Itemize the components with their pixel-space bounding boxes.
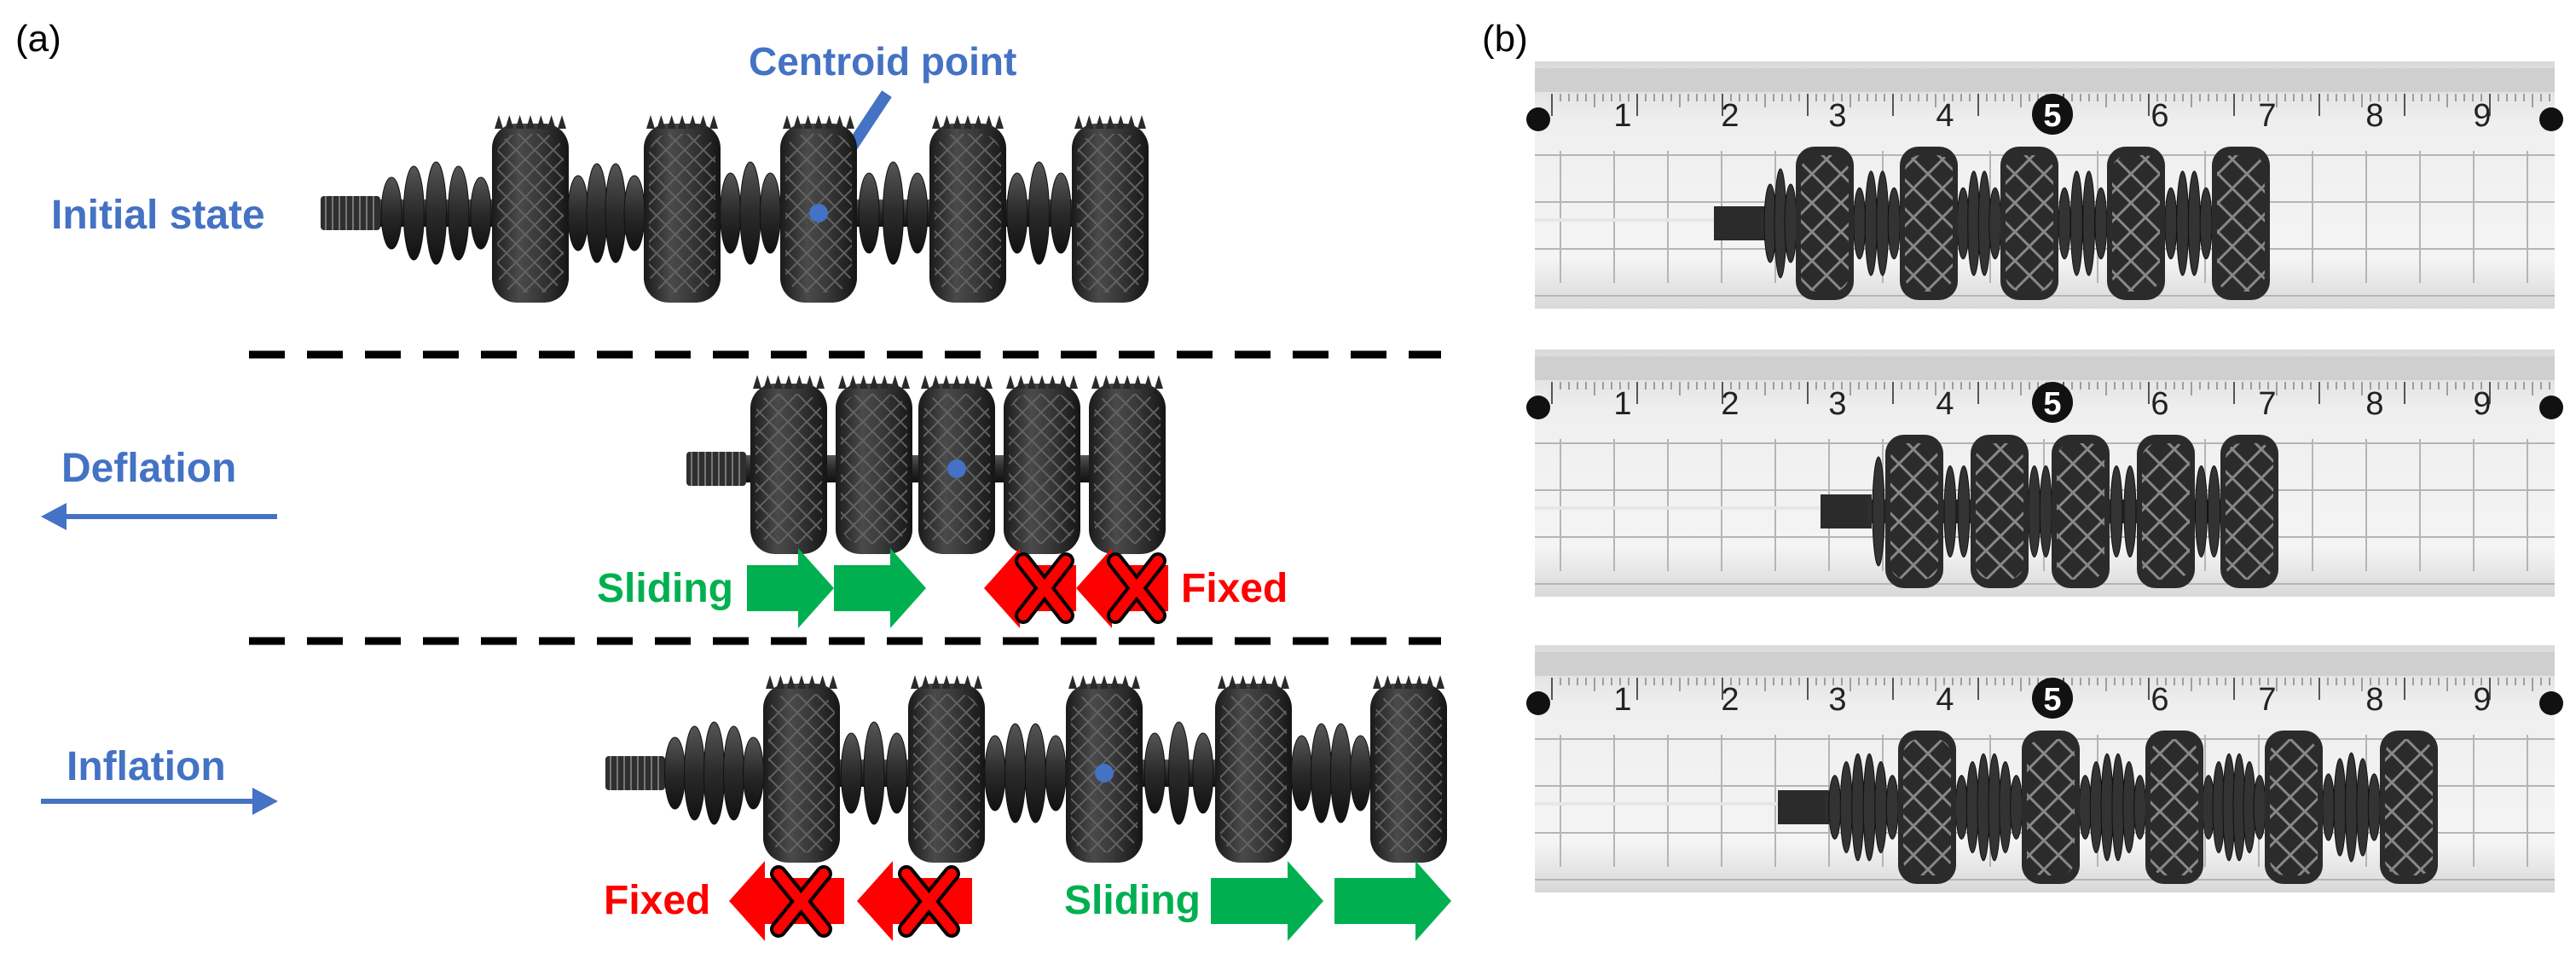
wheel-segment [1004,375,1080,554]
ruler-number-5-badge [2032,382,2073,423]
green-arrow-icon [1334,861,1451,941]
centroid-dot [1095,764,1114,783]
right-arrow-icon [41,788,278,815]
wheel-segment [644,115,721,303]
wheel-segment [1072,115,1149,303]
tail-connector [686,452,746,486]
bellows-segment [380,161,492,265]
ruler-number: 3 [1828,386,1846,422]
ruler-number-5-badge [2032,94,2073,135]
photo-robot [1535,731,2438,884]
robot-inflation-state [605,675,1447,863]
panel-b-label: (b) [1482,18,1528,60]
ruler-number: 9 [2473,386,2491,422]
ruler-number: 1 [1613,98,1631,134]
robot-deflation-state [686,375,1166,554]
centroid-dot [809,204,828,222]
red-cross-arrow-icon [1076,548,1168,628]
ruler-number: 2 [1721,386,1739,422]
wheel-segment [1215,675,1292,863]
red-cross-arrow-icon [857,861,972,941]
inflation-fixed-label: Fixed [604,878,710,923]
photo-inflation: 1 2 3 4 5 6 7 8 9 [1526,645,2563,892]
ruler-number: 8 [2365,98,2383,134]
red-cross-arrow-icon [984,548,1076,628]
left-arrow-icon [41,503,277,530]
wheel-segment [1370,675,1447,863]
photo-initial: 1 2 3 4 5 6 7 8 9 [1526,61,2563,309]
ruler-number: 1 [1613,682,1631,718]
bellows-segment [1006,161,1072,265]
ruler-number-5-badge [2032,678,2073,719]
robot-initial-state [321,115,1149,303]
bellows-segment [1291,723,1371,823]
ruler-scale [1551,94,2550,116]
ruler-number: 4 [1936,682,1954,718]
ruler-number: 4 [1936,98,1954,134]
ruler-number: 5 [2043,682,2061,718]
deflation-fixed-label: Fixed [1181,566,1288,611]
photo-deflation: 1 2 3 4 5 6 7 8 9 [1526,349,2563,597]
bellows-segment [840,721,908,825]
bellows-segment [984,723,1067,823]
ruler-number: 4 [1936,386,1954,422]
centroid-dot [947,459,966,478]
ruler-number: 8 [2365,682,2383,718]
wheel-segment [929,115,1006,303]
deflation-sliding-label: Sliding [597,566,733,611]
inflation-sliding-label: Sliding [1064,878,1201,923]
ruler-number: 8 [2365,386,2383,422]
wheel-segment [763,675,840,863]
ruler-number: 7 [2258,682,2276,718]
bellows-segment [567,163,645,263]
green-arrow-icon [747,548,834,628]
tail-connector [605,756,665,790]
ruler-number: 2 [1721,682,1739,718]
state-label-deflation: Deflation [61,446,236,491]
wheel-segment [1089,375,1166,554]
panel-a-label: (a) [15,18,61,60]
state-label-initial: Initial state [51,193,265,238]
photo-robot [1535,435,2278,588]
bellows-segment [1143,721,1214,825]
ruler-number: 9 [2473,98,2491,134]
ruler-number: 5 [2043,98,2061,134]
wheel-segment [836,375,912,554]
ruler-number: 7 [2258,98,2276,134]
ruler-number: 6 [2151,682,2168,718]
ruler-number: 3 [1828,682,1846,718]
centroid-label: Centroid point [749,39,1016,84]
ruler-number: 6 [2151,98,2168,134]
tail-connector [321,196,380,230]
wheel-segment [492,115,569,303]
green-arrow-icon [834,548,926,628]
ruler-number: 9 [2473,682,2491,718]
bellows-segment [664,721,764,825]
ruler-number: 6 [2151,386,2168,422]
wheel-segment [908,675,985,863]
green-arrow-icon [1211,861,1323,941]
red-cross-arrow-icon [729,861,844,941]
ruler-number: 5 [2043,386,2061,422]
wheel-segment [750,375,827,554]
ruler-scale [1551,678,2550,700]
bellows-segment [858,161,929,265]
ruler-number: 3 [1828,98,1846,134]
ruler-number: 2 [1721,98,1739,134]
ruler-number: 7 [2258,386,2276,422]
state-label-inflation: Inflation [67,744,226,789]
photo-robot [1535,147,2270,300]
ruler-number: 1 [1613,386,1631,422]
bellows-segment [720,161,781,265]
